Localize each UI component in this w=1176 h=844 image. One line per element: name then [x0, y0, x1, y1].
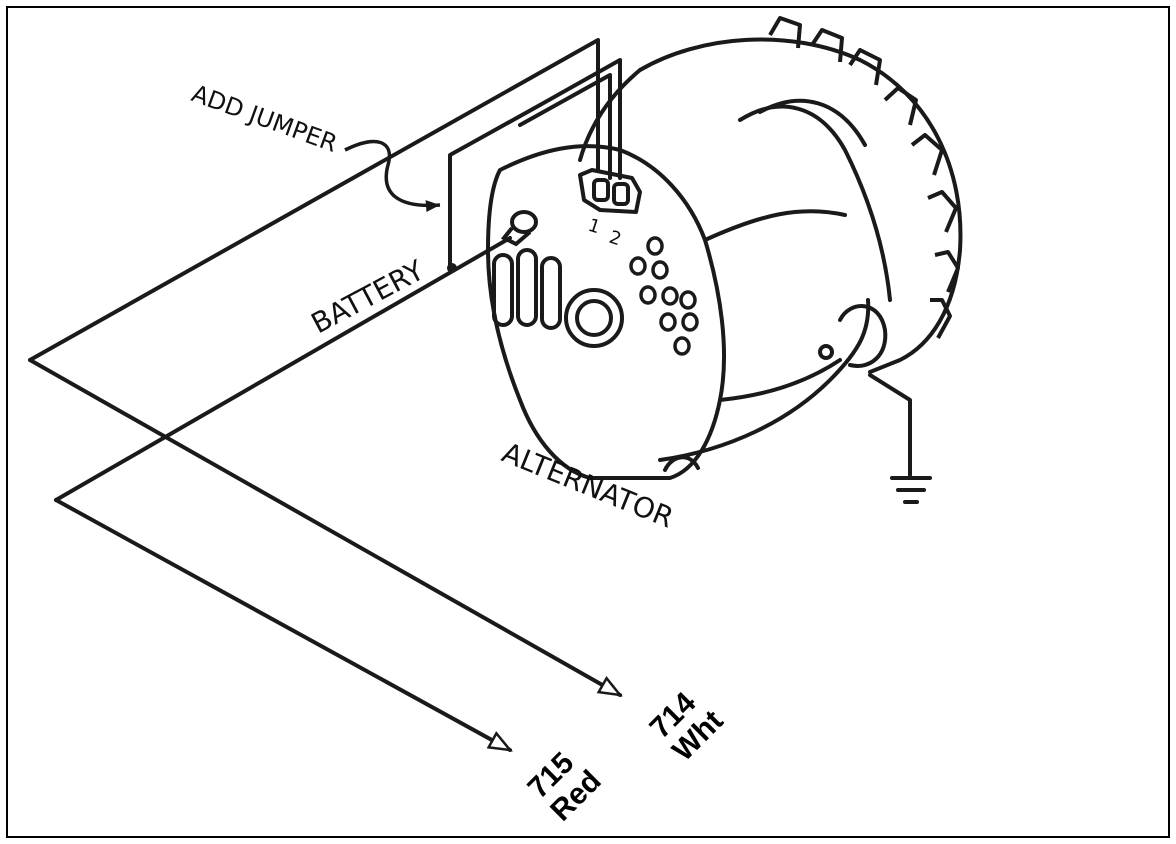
vent-slots: [492, 248, 624, 348]
terminal-1-lead: [28, 38, 600, 362]
terminal-2-lead: [538, 58, 622, 180]
battery-wire: [54, 236, 512, 502]
alternator-body: [486, 37, 963, 480]
vent-holes: [629, 236, 699, 356]
battery-terminal-stud: [500, 210, 538, 247]
ground-lead: [868, 373, 912, 477]
terminal-2-label: 2: [606, 227, 623, 251]
alternator-label: ALTERNATOR: [497, 436, 678, 535]
wiring: [28, 38, 912, 752]
add-jumper-label: ADD JUMPER: [188, 79, 341, 158]
add-jumper-pointer: [344, 139, 441, 213]
wire-714-white: [28, 358, 623, 697]
cooling-fins: [768, 16, 960, 339]
wire-715-label: 715 Red: [522, 746, 608, 827]
terminal-2-lead-b: [518, 73, 612, 180]
ground-symbol: [890, 476, 932, 504]
wire-714-label: 714 Wht: [644, 686, 730, 768]
wire-715-red: [54, 498, 513, 752]
jumper-junction-dot: [447, 263, 457, 273]
jumper-wire: [448, 103, 542, 270]
terminal-1-label: 1: [585, 215, 602, 239]
